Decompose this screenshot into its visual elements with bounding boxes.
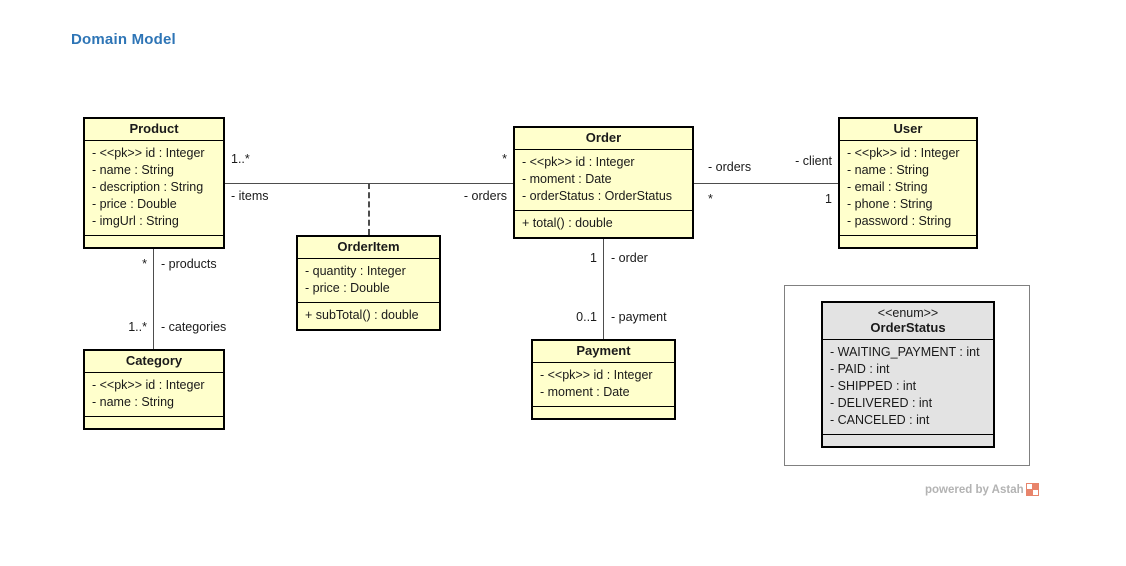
enum-title: OrderStatus (870, 320, 946, 335)
attribute: - CANCELED : int (830, 413, 930, 427)
page-title: Domain Model (71, 31, 176, 48)
role-order-user-target: - client (795, 154, 832, 168)
role-product-order-target: - orders (463, 189, 507, 203)
association-order-payment (603, 236, 604, 339)
uml-class-payment[interactable]: Payment - <<pk>> id : Integer - moment :… (531, 339, 676, 420)
uml-class-order[interactable]: Order - <<pk>> id : Integer - moment : D… (513, 126, 694, 239)
role-product-order-source: - items (231, 189, 269, 203)
attribute: - price : Double (92, 197, 177, 211)
watermark-label: powered by Astah (925, 483, 1024, 496)
class-attributes-orderitem: - quantity : Integer - price : Double (298, 259, 439, 303)
multiplicity-order-user-source: * (708, 192, 713, 206)
class-operations-user (840, 236, 976, 247)
enum-operations-orderstatus (823, 435, 993, 446)
attribute: - <<pk>> id : Integer (540, 368, 653, 382)
attribute: - <<pk>> id : Integer (92, 146, 205, 160)
attribute: - phone : String (847, 197, 933, 211)
attribute: - <<pk>> id : Integer (92, 378, 205, 392)
class-operations-category (85, 417, 223, 428)
uml-class-orderitem[interactable]: OrderItem - quantity : Integer - price :… (296, 235, 441, 331)
multiplicity-product-order-source: 1..* (231, 152, 250, 166)
association-order-user (694, 183, 838, 184)
class-operations-product (85, 236, 223, 247)
class-name-orderitem: OrderItem (298, 237, 439, 259)
role-order-payment-source: - order (611, 251, 648, 265)
attribute: - description : String (92, 180, 204, 194)
multiplicity-order-user-target: 1 (825, 192, 832, 206)
class-operations-order: + total() : double (515, 211, 692, 237)
role-product-category-target: - categories (161, 320, 227, 334)
association-class-link-orderitem (368, 183, 370, 235)
class-attributes-order: - <<pk>> id : Integer - moment : Date - … (515, 150, 692, 211)
attribute: - password : String (847, 214, 952, 228)
class-operations-orderitem: + subTotal() : double (298, 303, 439, 329)
astah-logo-icon (1025, 483, 1039, 496)
attribute: - moment : Date (522, 172, 612, 186)
attribute: - imgUrl : String (92, 214, 179, 228)
attribute: - email : String (847, 180, 928, 194)
attribute: - name : String (92, 395, 174, 409)
astah-watermark: powered by Astah (925, 483, 1039, 496)
multiplicity-product-category-source: * (142, 257, 147, 271)
class-name-payment: Payment (533, 341, 674, 363)
association-product-category (153, 238, 154, 349)
class-name-user: User (840, 119, 976, 141)
uml-class-user[interactable]: User - <<pk>> id : Integer - name : Stri… (838, 117, 978, 249)
attribute: - price : Double (305, 281, 390, 295)
uml-class-category[interactable]: Category - <<pk>> id : Integer - name : … (83, 349, 225, 430)
multiplicity-product-order-target: * (502, 152, 507, 166)
uml-class-product[interactable]: Product - <<pk>> id : Integer - name : S… (83, 117, 225, 249)
attribute: - name : String (847, 163, 929, 177)
enum-literals-orderstatus: - WAITING_PAYMENT : int - PAID : int - S… (823, 340, 993, 435)
uml-enum-orderstatus[interactable]: <<enum>> OrderStatus - WAITING_PAYMENT :… (821, 301, 995, 448)
attribute: - SHIPPED : int (830, 379, 917, 393)
class-name-category: Category (85, 351, 223, 373)
class-attributes-category: - <<pk>> id : Integer - name : String (85, 373, 223, 417)
class-operations-payment (533, 407, 674, 418)
operation: + subTotal() : double (305, 308, 419, 322)
class-name-product: Product (85, 119, 223, 141)
multiplicity-order-payment-source: 1 (590, 251, 597, 265)
attribute: - orderStatus : OrderStatus (522, 189, 673, 203)
attribute: - moment : Date (540, 385, 630, 399)
role-product-category-source: - products (161, 257, 217, 271)
multiplicity-order-payment-target: 0..1 (576, 310, 597, 324)
class-name-order: Order (515, 128, 692, 150)
attribute: - PAID : int (830, 362, 890, 376)
multiplicity-product-category-target: 1..* (128, 320, 147, 334)
attribute: - <<pk>> id : Integer (522, 155, 635, 169)
class-attributes-payment: - <<pk>> id : Integer - moment : Date (533, 363, 674, 407)
enum-stereotype: <<enum>> (877, 306, 939, 320)
class-attributes-product: - <<pk>> id : Integer - name : String - … (85, 141, 223, 236)
attribute: - <<pk>> id : Integer (847, 146, 960, 160)
enum-name-orderstatus: <<enum>> OrderStatus (823, 303, 993, 340)
operation: + total() : double (522, 216, 613, 230)
role-order-user-source: - orders (708, 160, 752, 174)
attribute: - name : String (92, 163, 174, 177)
attribute: - DELIVERED : int (830, 396, 933, 410)
class-attributes-user: - <<pk>> id : Integer - name : String - … (840, 141, 976, 236)
attribute: - WAITING_PAYMENT : int (830, 345, 980, 359)
role-order-payment-target: - payment (611, 310, 667, 324)
attribute: - quantity : Integer (305, 264, 406, 278)
